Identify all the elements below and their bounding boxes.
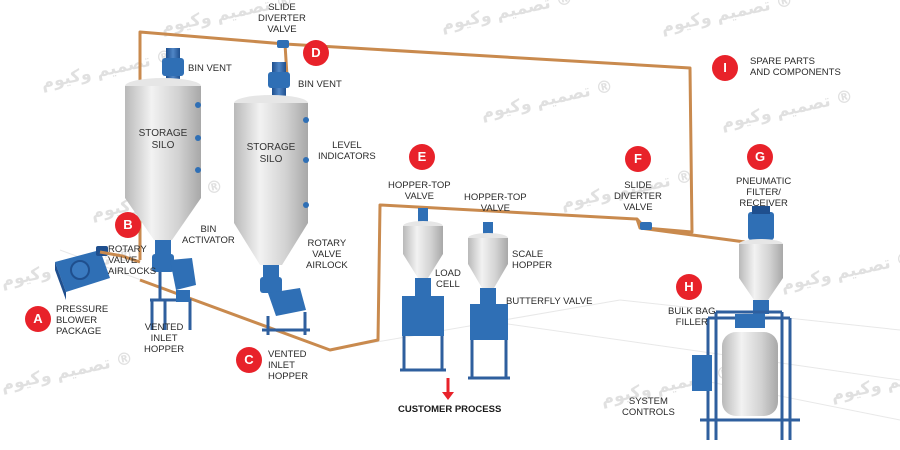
label-butterfly-valve: BUTTERFLY VALVE <box>506 296 593 307</box>
load-cell-hopper <box>400 208 446 372</box>
badge-g: G <box>747 144 773 170</box>
storage-silo-2 <box>234 62 310 335</box>
storage-silo-1 <box>125 48 201 330</box>
slide-diverter-valve-top <box>277 40 289 48</box>
badge-c: C <box>236 347 262 373</box>
label-bin-vent-2: BIN VENT <box>298 79 342 90</box>
badge-h: H <box>676 274 702 300</box>
slide-diverter-valve-f <box>640 222 652 230</box>
pressure-blower-package <box>55 246 141 300</box>
badge-a: A <box>25 306 51 332</box>
customer-process-arrow <box>442 378 454 400</box>
label-customer-process: CUSTOMER PROCESS <box>398 404 502 415</box>
badge-f: F <box>625 146 651 172</box>
pneumatic-filter-receiver <box>739 206 783 314</box>
scale-hopper <box>468 222 510 380</box>
badge-d: D <box>303 40 329 66</box>
label-bin-vent-1: BIN VENT <box>188 63 232 74</box>
bulk-bag-filler <box>692 310 800 440</box>
badge-b: B <box>115 212 141 238</box>
badge-i: I <box>712 55 738 81</box>
badge-e: E <box>409 144 435 170</box>
